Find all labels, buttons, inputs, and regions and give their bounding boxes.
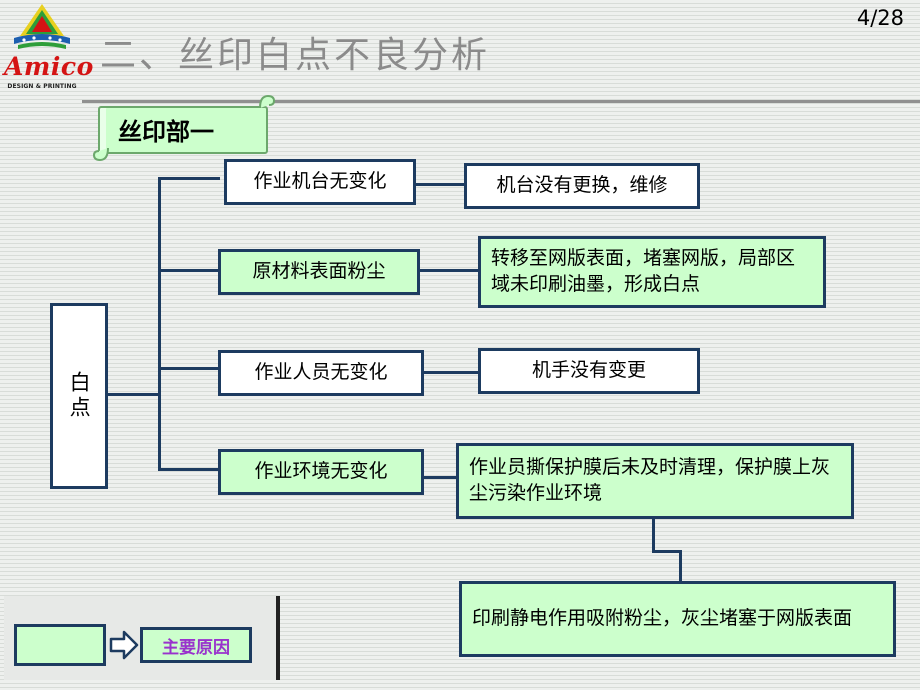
connector-cause-4-to-effect-4 <box>422 476 458 479</box>
cause-label: 原材料表面粉尘 <box>252 260 386 283</box>
connector-cause-1-to-effect-1 <box>414 183 466 186</box>
effect-environment: 作业员撕保护膜后未及时清理，保护膜上灰尘污染作业环境 <box>456 443 854 519</box>
effect-operator: 机手没有变更 <box>478 348 700 394</box>
scroll-curl-icon <box>92 147 109 162</box>
effect-raw-material-dust: 转移至网版表面，堵塞网版，局部区域未印刷油墨，形成白点 <box>478 236 826 308</box>
page-number: 4/28 <box>856 6 904 30</box>
connector-trunk-to-cause-2 <box>158 269 220 272</box>
sub-effect-label: 印刷静电作用吸附粉尘，灰尘堵塞于网版表面 <box>472 607 853 630</box>
connector-trunk-to-cause-4 <box>158 468 220 471</box>
effect-label: 转移至网版表面，堵塞网版，局部区域未印刷油墨，形成白点 <box>491 247 796 295</box>
legend-label: 主要原因 <box>140 627 252 663</box>
title-divider <box>82 100 920 103</box>
connector-cause-3-to-effect-3 <box>422 371 480 374</box>
effect-machine: 机台没有更换，维修 <box>464 163 700 209</box>
cause-label: 作业人员无变化 <box>254 361 388 384</box>
cause-environment: 作业环境无变化 <box>218 449 424 495</box>
logo-wordmark: Amico <box>4 52 94 81</box>
arrow-right-icon <box>109 630 139 660</box>
cause-raw-material-dust: 原材料表面粉尘 <box>218 249 420 295</box>
root-node-label: 白点 <box>67 371 92 421</box>
connector-trunk-to-cause-3 <box>158 367 220 370</box>
page-title: 二、丝印白点不良分析 <box>100 35 491 76</box>
connector-effect-4-to-sub-effect <box>652 518 655 552</box>
amico-logo-icon <box>14 4 70 49</box>
connector-effect-4-to-sub-effect <box>679 550 682 584</box>
effect-label: 作业员撕保护膜后未及时清理，保护膜上灰尘污染作业环境 <box>469 456 831 504</box>
cause-label: 作业机台无变化 <box>253 170 387 193</box>
connector-trunk-to-cause-1 <box>158 177 220 180</box>
section-banner-label: 丝印部一 <box>118 118 214 146</box>
connector-trunk <box>158 177 161 471</box>
scroll-curl-icon <box>259 94 276 109</box>
legend-swatch <box>14 624 106 666</box>
sub-effect-static-dust: 印刷静电作用吸附粉尘，灰尘堵塞于网版表面 <box>459 581 896 657</box>
root-node-white-spot: 白点 <box>50 303 108 489</box>
effect-label: 机台没有更换，维修 <box>496 174 668 197</box>
cause-machine: 作业机台无变化 <box>224 159 416 205</box>
cause-operator: 作业人员无变化 <box>218 350 424 396</box>
cause-label: 作业环境无变化 <box>254 460 388 483</box>
connector-root-to-trunk <box>108 393 161 396</box>
effect-label: 机手没有变更 <box>531 359 646 382</box>
section-banner <box>98 106 268 154</box>
connector-cause-2-to-effect-2 <box>418 269 480 272</box>
logo-subtitle: DESIGN & PRINTING <box>7 83 77 90</box>
connector-effect-4-to-sub-effect <box>652 550 682 553</box>
